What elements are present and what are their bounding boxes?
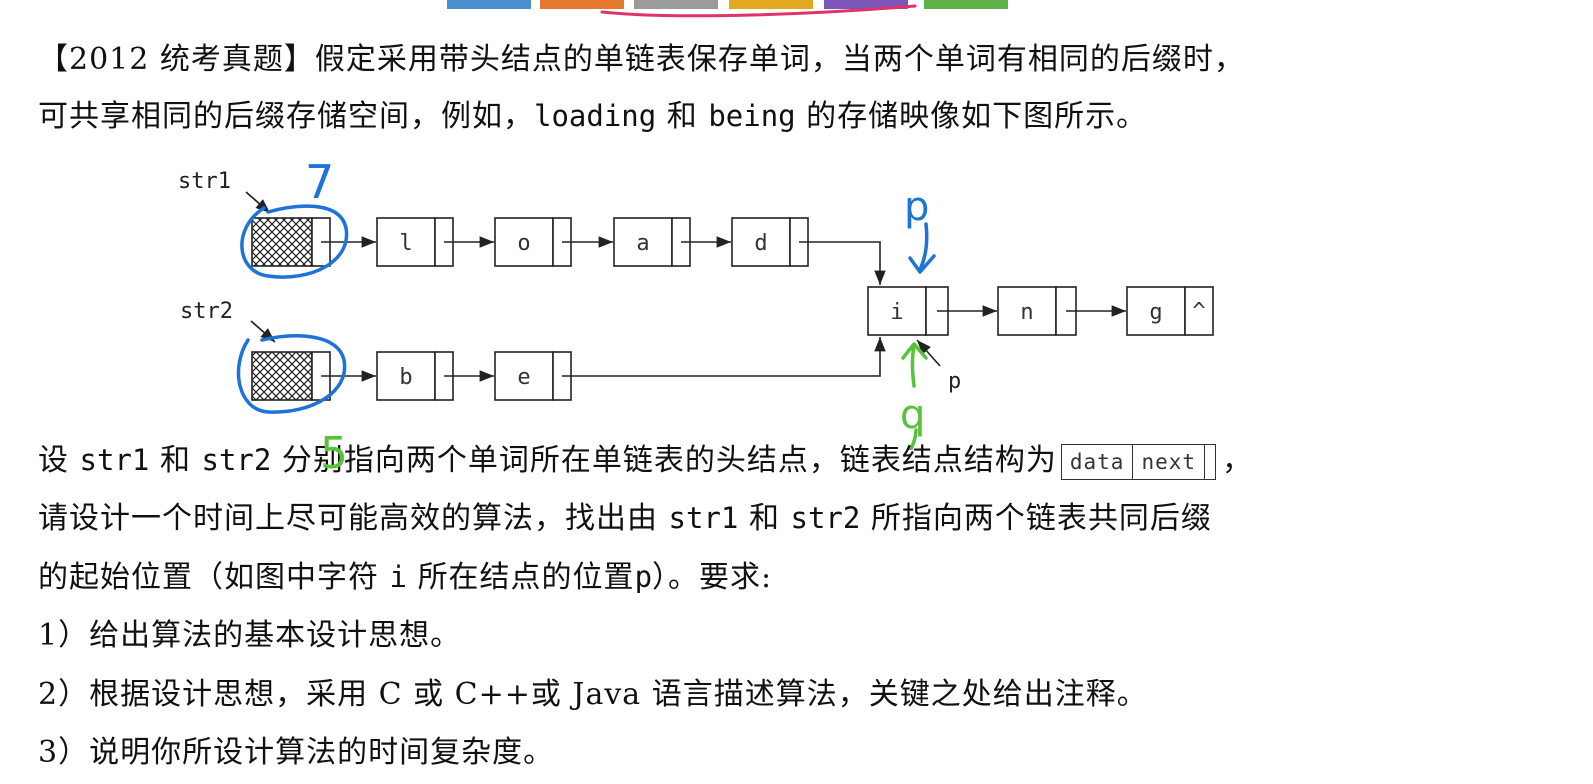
text: ， [1222, 443, 1254, 478]
handwritten-seven: 7 [305, 155, 334, 209]
node-b-data: b [399, 365, 412, 390]
text: 所在结点的位置 [417, 560, 635, 595]
code-str2: str2 [201, 443, 272, 477]
requirement-1: 1）给出算法的基本设计思想。 [38, 616, 461, 656]
tab-yellow[interactable] [729, 0, 813, 9]
requirement-3-text: 3）说明你所设计算法的时间复杂度。 [38, 735, 555, 770]
tab-purple[interactable] [824, 0, 908, 9]
str1-pointer-arrow [245, 191, 271, 214]
code-str1: str1 [668, 501, 739, 535]
problem-line-1: 【2012 统考真题】假定采用带头结点的单链表保存单词，当两个单词有相同的后缀时… [38, 40, 1245, 80]
null-pointer-icon: ^ [1192, 299, 1205, 324]
struct-data-field: data [1069, 450, 1125, 474]
tab-orange[interactable] [540, 0, 624, 9]
p-label: p [948, 369, 961, 394]
blue-down-arrow-annotation [908, 222, 936, 274]
requirement-2-text: 2）根据设计思想，采用 C 或 C++或 Java 语言描述算法，关键之处给出注… [38, 677, 1148, 712]
pink-underline-annotation [600, 4, 917, 18]
node-n: n [997, 286, 1077, 336]
word-being: being [708, 99, 796, 133]
code-p: p [634, 560, 653, 594]
handwritten-five-text: 5 [320, 428, 348, 478]
head-node-1 [251, 217, 331, 267]
node-l-data: l [399, 231, 412, 256]
body-line-4: 请设计一个时间上尽可能高效的算法，找出由 str1 和 str2 所指向两个链表… [38, 498, 1212, 539]
struct-tail [1204, 445, 1215, 479]
p-pointer-arrow [916, 339, 941, 367]
node-n-data: n [1020, 300, 1033, 325]
text: 和 [748, 501, 780, 536]
code-i: i [389, 560, 408, 594]
arrow-d-to-i [799, 241, 886, 285]
node-e-data: e [517, 365, 530, 390]
text: 所指向两个链表共同后缀 [870, 501, 1212, 536]
blue-circle-annotation-2 [236, 334, 347, 414]
head-node-2 [251, 351, 331, 401]
text: 请设计一个时间上尽可能高效的算法，找出由 [38, 501, 658, 536]
node-i-data: i [890, 300, 903, 325]
text: 分别指向两个单词所在单链表的头结点，链表结点结构为 [281, 443, 1057, 478]
node-a: a [613, 217, 691, 267]
node-b: b [376, 351, 454, 401]
requirement-1-text: 1）给出算法的基本设计思想。 [38, 618, 462, 653]
blue-circle-annotation-1 [240, 204, 349, 279]
green-stroke-annotation [908, 428, 918, 450]
text: 的起始位置（如图中字符 [38, 560, 379, 595]
node-g-data: g [1149, 300, 1162, 325]
handwritten-p: p [904, 184, 929, 230]
node-l: l [376, 217, 454, 267]
str1-label: str1 [178, 169, 231, 194]
tab-gray[interactable] [634, 0, 718, 9]
node-structure-box: data next [1060, 444, 1217, 480]
text: ）。要求: [652, 560, 773, 595]
green-up-arrow-annotation [901, 342, 928, 388]
struct-next-field: next [1132, 445, 1204, 479]
linked-list-diagram: str1 l o a d i n [178, 4, 1214, 450]
node-d-data: d [754, 231, 767, 256]
node-g: g ^ [1126, 286, 1214, 336]
tab-blue[interactable] [447, 0, 531, 9]
text: 和 [159, 443, 191, 478]
text: 的存储映像如下图所示。 [806, 99, 1148, 134]
problem-line-2: 可共享相同的后缀存储空间，例如，loading 和 being 的存储映像如下图… [38, 96, 1147, 137]
text: 和 [666, 99, 698, 134]
requirement-3: 3）说明你所设计算法的时间复杂度。 [38, 733, 554, 773]
node-d: d [731, 217, 809, 267]
arrow-e-to-i [562, 337, 886, 377]
code-str1: str1 [79, 443, 150, 477]
code-str2: str2 [790, 501, 861, 535]
requirement-2: 2）根据设计思想，采用 C 或 C++或 Java 语言描述算法，关键之处给出注… [38, 675, 1148, 715]
text: 设 [38, 443, 69, 478]
handwritten-five: 5 [320, 428, 348, 478]
top-tab-strip [0, 0, 1593, 12]
node-e: e [494, 351, 572, 401]
problem-title-text: 【2012 统考真题】假定采用带头结点的单链表保存单词，当两个单词有相同的后缀时… [38, 42, 1245, 77]
word-loading: loading [534, 99, 657, 133]
node-a-data: a [636, 231, 649, 256]
node-i: i [867, 286, 949, 336]
node-o-data: o [517, 231, 530, 256]
body-line-5: 的起始位置（如图中字符 i 所在结点的位置p）。要求: [38, 557, 772, 598]
str2-label: str2 [180, 299, 233, 324]
node-o: o [494, 217, 572, 267]
tab-green[interactable] [924, 0, 1008, 9]
text: 可共享相同的后缀存储空间，例如， [38, 99, 534, 134]
handwritten-q: q [900, 392, 925, 438]
